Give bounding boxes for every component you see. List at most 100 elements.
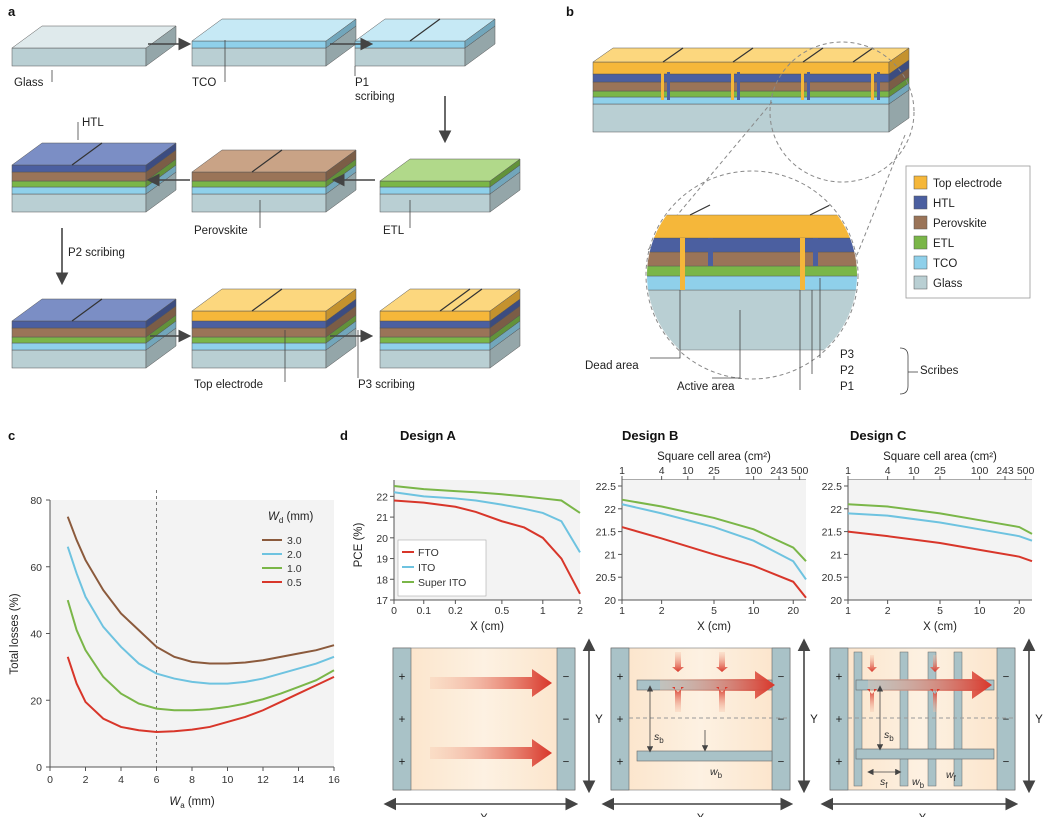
- layer-front: [191, 171, 327, 182]
- minus-sign: −: [563, 757, 570, 769]
- minus-sign: −: [1003, 714, 1010, 726]
- scribe-line: [662, 47, 684, 63]
- module-scribe: [871, 72, 874, 100]
- y-tick-label: 22: [604, 504, 616, 516]
- series-line: [621, 526, 807, 599]
- top-tick-label: 243: [996, 465, 1014, 477]
- panel-c-label: c: [8, 428, 15, 443]
- minus-sign: −: [778, 757, 785, 769]
- layer-front: [379, 342, 491, 351]
- layer-front: [11, 193, 147, 213]
- y-tick-label: 20: [30, 695, 42, 707]
- x-tick-label: 0.5: [495, 605, 510, 617]
- chart-title: Design A: [400, 428, 456, 443]
- x-dimension-label: X: [480, 813, 488, 817]
- layer-front: [379, 320, 491, 329]
- scribe-line: [71, 142, 103, 166]
- layer-front: [592, 73, 890, 83]
- module-scribe: [807, 72, 810, 100]
- finger: [899, 651, 909, 787]
- current-arrow: [868, 671, 992, 699]
- slab-top: [379, 158, 521, 182]
- zoomed-stack: [647, 204, 857, 351]
- layer-front: [11, 320, 147, 329]
- module-scribe: [667, 72, 670, 100]
- layer-front: [191, 193, 327, 213]
- leader-line: [712, 310, 741, 379]
- scribe-line: [439, 288, 471, 312]
- zoom-layer: [647, 265, 857, 277]
- y-axis-label: Total losses (%): [9, 593, 21, 674]
- layer-front: [191, 40, 327, 49]
- plus-sign: +: [399, 714, 406, 726]
- series-line: [621, 498, 807, 562]
- p2-scribe: [708, 238, 713, 266]
- collection-arrow: [672, 687, 684, 712]
- top-tick-label: 100: [971, 465, 989, 477]
- plus-sign: +: [399, 671, 406, 683]
- y-tick-label: 22: [376, 491, 388, 503]
- y-tick-label: 60: [30, 562, 42, 574]
- module-scribe: [737, 72, 740, 100]
- top-tick-label: 4: [659, 465, 665, 477]
- top-tick-label: 10: [908, 465, 920, 477]
- y-tick-label: 0: [36, 762, 42, 774]
- zoom-layer: [647, 275, 857, 291]
- x-tick-label: 0.2: [448, 605, 463, 617]
- module-scribe: [877, 72, 880, 100]
- legend-label: HTL: [933, 198, 955, 210]
- top-tick-label: 100: [745, 465, 763, 477]
- x-tick-label: 1: [540, 605, 546, 617]
- slab-top: [191, 149, 357, 173]
- electrode-left: [392, 647, 412, 791]
- legend-entry: FTO: [418, 547, 439, 559]
- scribe-line: [802, 47, 824, 63]
- top-tick-label: 500: [791, 465, 809, 477]
- p3-label: P3: [840, 349, 854, 361]
- zoom-circle-small: [769, 41, 915, 183]
- layer-front: [191, 320, 327, 329]
- layer-front: [11, 171, 147, 182]
- y-tick-label: 18: [376, 574, 388, 586]
- x-tick-label: 0: [47, 774, 53, 786]
- cell-body: [610, 647, 791, 791]
- legend-swatch: [913, 275, 928, 290]
- x-tick-label: 12: [257, 774, 269, 786]
- x-axis-label: Wa (mm): [169, 796, 214, 810]
- legend-swatch: [913, 175, 928, 190]
- zoom-layer: [647, 251, 857, 267]
- tco-label: TCO: [192, 77, 216, 89]
- plot-area: [848, 480, 1032, 600]
- layer-front: [191, 186, 327, 195]
- collection-arrow: [867, 655, 877, 672]
- y-tick-label: 21: [604, 549, 616, 561]
- active-area-label: Active area: [677, 381, 735, 393]
- top-electrode-label: Top electrode: [194, 379, 263, 391]
- plus-sign: +: [836, 714, 843, 726]
- layer-front: [592, 61, 890, 75]
- legend-entry: 0.5: [287, 577, 302, 589]
- dimension-label: sb: [654, 731, 664, 745]
- layer-front: [191, 342, 327, 351]
- layer-front: [191, 47, 327, 67]
- x-tick-label: 1: [619, 605, 625, 617]
- dimension-label: sb: [884, 729, 894, 743]
- slab-top: [379, 288, 521, 312]
- collection-arrow: [930, 689, 940, 712]
- slab-top: [191, 18, 357, 42]
- series-line: [393, 491, 581, 553]
- layer-front: [11, 342, 147, 351]
- minus-sign: −: [1003, 757, 1010, 769]
- y-dimension-label: Y: [810, 714, 818, 726]
- y-tick-label: 80: [30, 495, 42, 507]
- legend-entry: 2.0: [287, 549, 302, 561]
- plus-sign: +: [836, 757, 843, 769]
- x-tick-label: 2: [577, 605, 583, 617]
- y-tick-label: 20.5: [596, 572, 617, 584]
- top-tick-label: 1: [619, 465, 625, 477]
- y-tick-label: 22.5: [822, 481, 843, 493]
- legend-label: Perovskite: [933, 218, 987, 230]
- legend-entry: Super ITO: [418, 577, 466, 589]
- x-tick-label: 0: [391, 605, 397, 617]
- dimension-label: wb: [912, 776, 925, 790]
